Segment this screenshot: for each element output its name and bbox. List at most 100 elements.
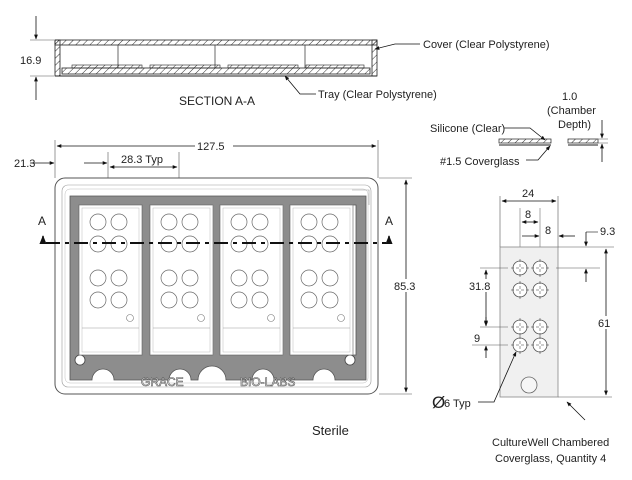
coverglass-leader [526, 145, 551, 161]
brand-right: BIO-LABS [240, 375, 295, 389]
top-offset-dim: 21.3 [14, 158, 35, 170]
chamber-strip-hole [197, 314, 205, 322]
chamber-strip-inner [152, 207, 211, 353]
chamber-strip-inner [81, 207, 140, 353]
chamber-well [160, 269, 178, 287]
section-mark-left: A [38, 214, 46, 228]
brand-left: GRACE [141, 375, 184, 389]
chamber-depth-value: 1.0 [562, 91, 577, 103]
cover-label: Cover (Clear Polystyrene) [423, 39, 550, 51]
cw-handle-hole [520, 376, 538, 394]
chamber-depth-label-1: (Chamber [547, 105, 596, 117]
cw-wells [511, 259, 549, 354]
section-view: 16.9 Cover (Clear Polystyrene) Tray (Cle… [20, 16, 550, 108]
silicone-leader [504, 127, 546, 141]
chamber-well [300, 291, 318, 309]
cw-width-dim: 24 [522, 188, 534, 200]
culturewell-detail: 24 8 8 9.3 31.8 9 6 [432, 188, 615, 465]
chamber-strip-inner [222, 207, 281, 353]
section-mark-right: A [385, 214, 393, 228]
chamber-well [89, 269, 107, 287]
section-height-dim: 16.9 [20, 55, 41, 67]
cw-pitch-dim: 9 [474, 333, 480, 345]
cw-well [532, 337, 548, 353]
dim-text-bg [393, 279, 419, 292]
cw-well [532, 319, 548, 335]
detail-silicone [567, 138, 599, 144]
chamber-well [160, 213, 178, 231]
chamber-well [110, 213, 128, 231]
chamber-well [110, 291, 128, 309]
chamber-well [251, 213, 269, 231]
cw-diameter-leader [478, 351, 517, 403]
tray-hole [344, 354, 356, 366]
chamber-strip [78, 204, 143, 356]
cw-caption-leader [566, 401, 586, 421]
cw-strip [499, 246, 559, 398]
top-view: 127.5 21.3 28.3 Typ GRACE BIO-LABS A A [14, 139, 419, 438]
cw-caption-line-1: CultureWell Chambered [492, 437, 609, 449]
chamber-well [89, 291, 107, 309]
cover-leader [374, 43, 420, 50]
section-cover-left-wall [54, 39, 61, 77]
plate-corner-notch [352, 189, 370, 205]
cw-diameter-label: 6 Typ [444, 398, 471, 410]
chamber-strip [219, 204, 284, 356]
detail-silicone [498, 138, 552, 144]
cw-well [512, 319, 528, 335]
chamber-well [160, 291, 178, 309]
section-title: SECTION A-A [179, 94, 255, 108]
chamber-well [321, 269, 339, 287]
cw-spacing-dim: 8 [525, 209, 531, 221]
chamber-strip-inner [292, 207, 351, 353]
dim-text-bg [596, 316, 614, 329]
section-tray [61, 67, 371, 75]
chamber-well [230, 269, 248, 287]
cw-top-offset-dim: 9.3 [600, 226, 615, 238]
section-coverglass [71, 64, 143, 69]
cw-group-height-dim: 31.8 [469, 281, 490, 293]
tray-leader [284, 75, 316, 95]
cw-caption-line-2: Coverglass, Quantity 4 [495, 453, 606, 465]
chamber-well [321, 213, 339, 231]
plate-inner [64, 188, 369, 384]
cw-diameter-symbol: Ø [432, 393, 445, 412]
sterile-label: Sterile [312, 423, 349, 438]
coverglass-label: #1.5 Coverglass [440, 156, 520, 168]
chamber-strip [149, 204, 214, 356]
chamber-well [230, 291, 248, 309]
plate-inner [61, 184, 372, 388]
chamber-depth-label-2: Depth) [558, 119, 591, 131]
chamber-well [300, 269, 318, 287]
dim-text-bg [195, 139, 233, 152]
cw-well [512, 337, 528, 353]
chamber-well [321, 291, 339, 309]
section-cover-right-wall [371, 39, 378, 77]
chamber-well [230, 213, 248, 231]
cw-well [532, 260, 548, 276]
tray-hole [74, 354, 86, 366]
section-coverglass [305, 64, 365, 69]
chamber-well [251, 269, 269, 287]
chamber-strip-hole [267, 314, 275, 322]
chamber-well [181, 213, 199, 231]
chamber-strip [289, 204, 354, 356]
chamber-well [181, 291, 199, 309]
cw-length-dim: 61 [598, 318, 610, 330]
top-width-dim: 127.5 [197, 141, 225, 153]
chamber-well [89, 213, 107, 231]
chamber-well [251, 291, 269, 309]
dim-text-bg [468, 279, 494, 292]
top-pitch-dim: 28.3 Typ [121, 154, 163, 166]
detail-section: 1.0 (Chamber Depth) Silicone (Clear) #1.… [430, 91, 608, 168]
section-coverglass [149, 64, 221, 69]
chamber-well [181, 269, 199, 287]
silicone-label: Silicone (Clear) [430, 123, 505, 135]
cw-well [512, 260, 528, 276]
chamber-strip-hole [337, 314, 345, 322]
section-coverglass [227, 64, 299, 69]
cw-well [532, 282, 548, 298]
cw-edge-dim: 8 [545, 225, 551, 237]
section-cover [54, 39, 378, 46]
